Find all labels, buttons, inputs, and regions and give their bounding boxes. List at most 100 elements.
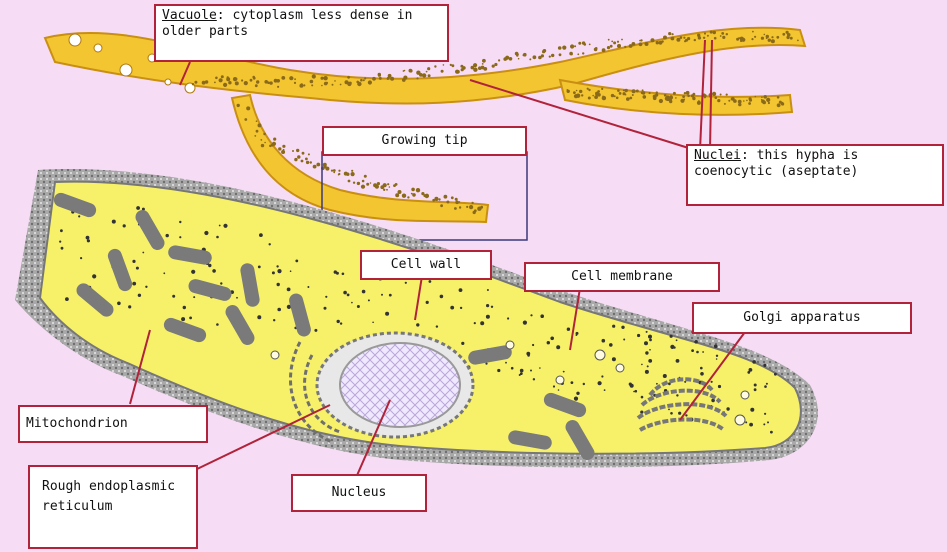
hypha-nucleus-dot	[244, 81, 248, 85]
golgi-apparatus-label: Golgi apparatus	[692, 302, 912, 334]
ribosome-dot	[646, 331, 648, 333]
mitochondrion-label: Mitochondrion	[18, 405, 208, 443]
hypha-nucleus-dot	[632, 94, 634, 96]
hypha-nucleus-dot	[473, 68, 477, 72]
hypha-nucleus-dot	[777, 103, 781, 107]
hypha-nucleus-dot	[697, 101, 701, 105]
ribosome-dot	[716, 358, 718, 360]
hypha-nucleus-dot	[412, 193, 416, 197]
ribosome-dot	[486, 315, 490, 319]
hypha-nucleus-dot	[762, 101, 766, 105]
ribosome-dot	[656, 383, 658, 385]
hypha-nucleus-dot	[782, 33, 785, 36]
hypha-nucleus-dot	[533, 55, 537, 59]
ribosome-dot	[277, 283, 280, 286]
hypha-nucleus-dot	[691, 94, 694, 97]
ribosome-dot	[295, 260, 298, 263]
ribosome-dot	[670, 345, 674, 349]
ribosome-dot	[750, 408, 754, 412]
hypha-nucleus-dot	[357, 82, 361, 86]
hypha-nucleus-dot	[347, 76, 350, 79]
hypha-nucleus-dot	[379, 77, 382, 80]
hypha-nucleus-dot	[260, 139, 262, 141]
hypha-nucleus-dot	[625, 89, 628, 92]
ribosome-dot	[598, 381, 602, 385]
hypha-nucleus-dot	[518, 58, 520, 60]
hypha-nucleus-dot	[308, 153, 310, 155]
ribosome-dot	[273, 319, 275, 321]
hypha-nucleus-dot	[362, 180, 365, 183]
hypha-nucleus-dot	[738, 103, 741, 106]
ribosome-dot	[334, 270, 337, 273]
ribosome-dot	[220, 282, 222, 284]
hypha-nucleus-dot	[597, 93, 601, 97]
hypha-nucleus-dot	[715, 96, 718, 99]
hypha-nucleus-dot	[338, 173, 340, 175]
ribosome-dot	[136, 267, 139, 270]
hypha-nucleus-dot	[311, 84, 313, 86]
ribosome-dot	[179, 236, 181, 238]
hypha-nucleus-dot	[786, 31, 789, 34]
hypha-nucleus-dot	[721, 32, 724, 35]
hypha-nucleus-dot	[642, 89, 644, 91]
hypha-nucleus-dot	[435, 198, 438, 201]
ribosome-dot	[754, 384, 757, 387]
hypha-nucleus-dot	[375, 185, 379, 189]
hypha-nucleus-dot	[321, 77, 324, 80]
hypha-nucleus-dot	[755, 96, 757, 98]
nucleus	[317, 333, 473, 437]
ribosome-dot	[633, 391, 635, 393]
hypha-nucleus-dot	[577, 53, 579, 55]
hypha-nucleus-dot	[726, 33, 728, 35]
ribosome-dot	[497, 369, 500, 372]
ribosome-dot	[523, 321, 527, 325]
ribosome-dot	[183, 306, 186, 309]
ribosome-dot	[337, 320, 340, 323]
hypha-nucleus-dot	[215, 77, 218, 80]
hypha-nucleus-dot	[411, 188, 415, 192]
hypha-nucleus-dot	[614, 95, 616, 97]
hypha-nucleus-dot	[653, 95, 657, 99]
ribosome-dot	[343, 291, 347, 295]
ribosome-dot	[612, 357, 616, 361]
ribosome-dot	[368, 299, 370, 301]
ribosome-dot	[763, 364, 766, 367]
ribosome-dot	[450, 306, 454, 310]
hypha-nucleus-dot	[632, 42, 636, 46]
hypha-nucleus-dot	[494, 63, 497, 66]
hypha-nucleus-dot	[683, 37, 685, 39]
hypha-nucleus-dot	[246, 106, 250, 110]
ribosome-dot	[630, 384, 634, 388]
hypha-nucleus-dot	[349, 82, 352, 85]
hypha-nucleus-dot	[574, 45, 576, 47]
hypha-nucleus-dot	[639, 42, 643, 46]
ribosome-dot	[754, 388, 757, 391]
hypha-nucleus-dot	[781, 102, 784, 105]
hypha-nucleus-dot	[261, 144, 264, 147]
hypha-nucleus-dot	[281, 76, 285, 80]
hypha-nucleus-dot	[234, 77, 237, 80]
hypha-nucleus-dot	[608, 39, 610, 41]
hypha-nucleus-dot	[671, 37, 675, 41]
ribosome-dot	[645, 370, 649, 374]
hypha-nucleus-dot	[219, 78, 223, 82]
hypha-nucleus-dot	[473, 211, 476, 214]
ribosome-dot	[647, 365, 649, 367]
hypha-nucleus-dot	[720, 94, 722, 96]
ribosome-dot	[530, 370, 532, 372]
ribosome-dot	[59, 241, 61, 243]
hypha-nucleus-dot	[258, 123, 262, 127]
hypha-nucleus-dot	[471, 202, 473, 204]
ribosome-dot	[670, 335, 673, 338]
hypha-nucleus-dot	[422, 73, 426, 77]
ribosome-dot	[219, 225, 221, 227]
ribosome-dot	[604, 389, 606, 391]
ribosome-dot	[635, 390, 638, 393]
ribosome-dot	[65, 297, 69, 301]
ribosome-dot	[533, 378, 535, 380]
ribosome-dot	[145, 286, 147, 288]
hypha-nucleus-dot	[427, 67, 430, 70]
ribosome-dot	[486, 304, 489, 307]
hypha-nucleus-dot	[728, 100, 730, 102]
hypha-nucleus-dot	[306, 161, 309, 164]
